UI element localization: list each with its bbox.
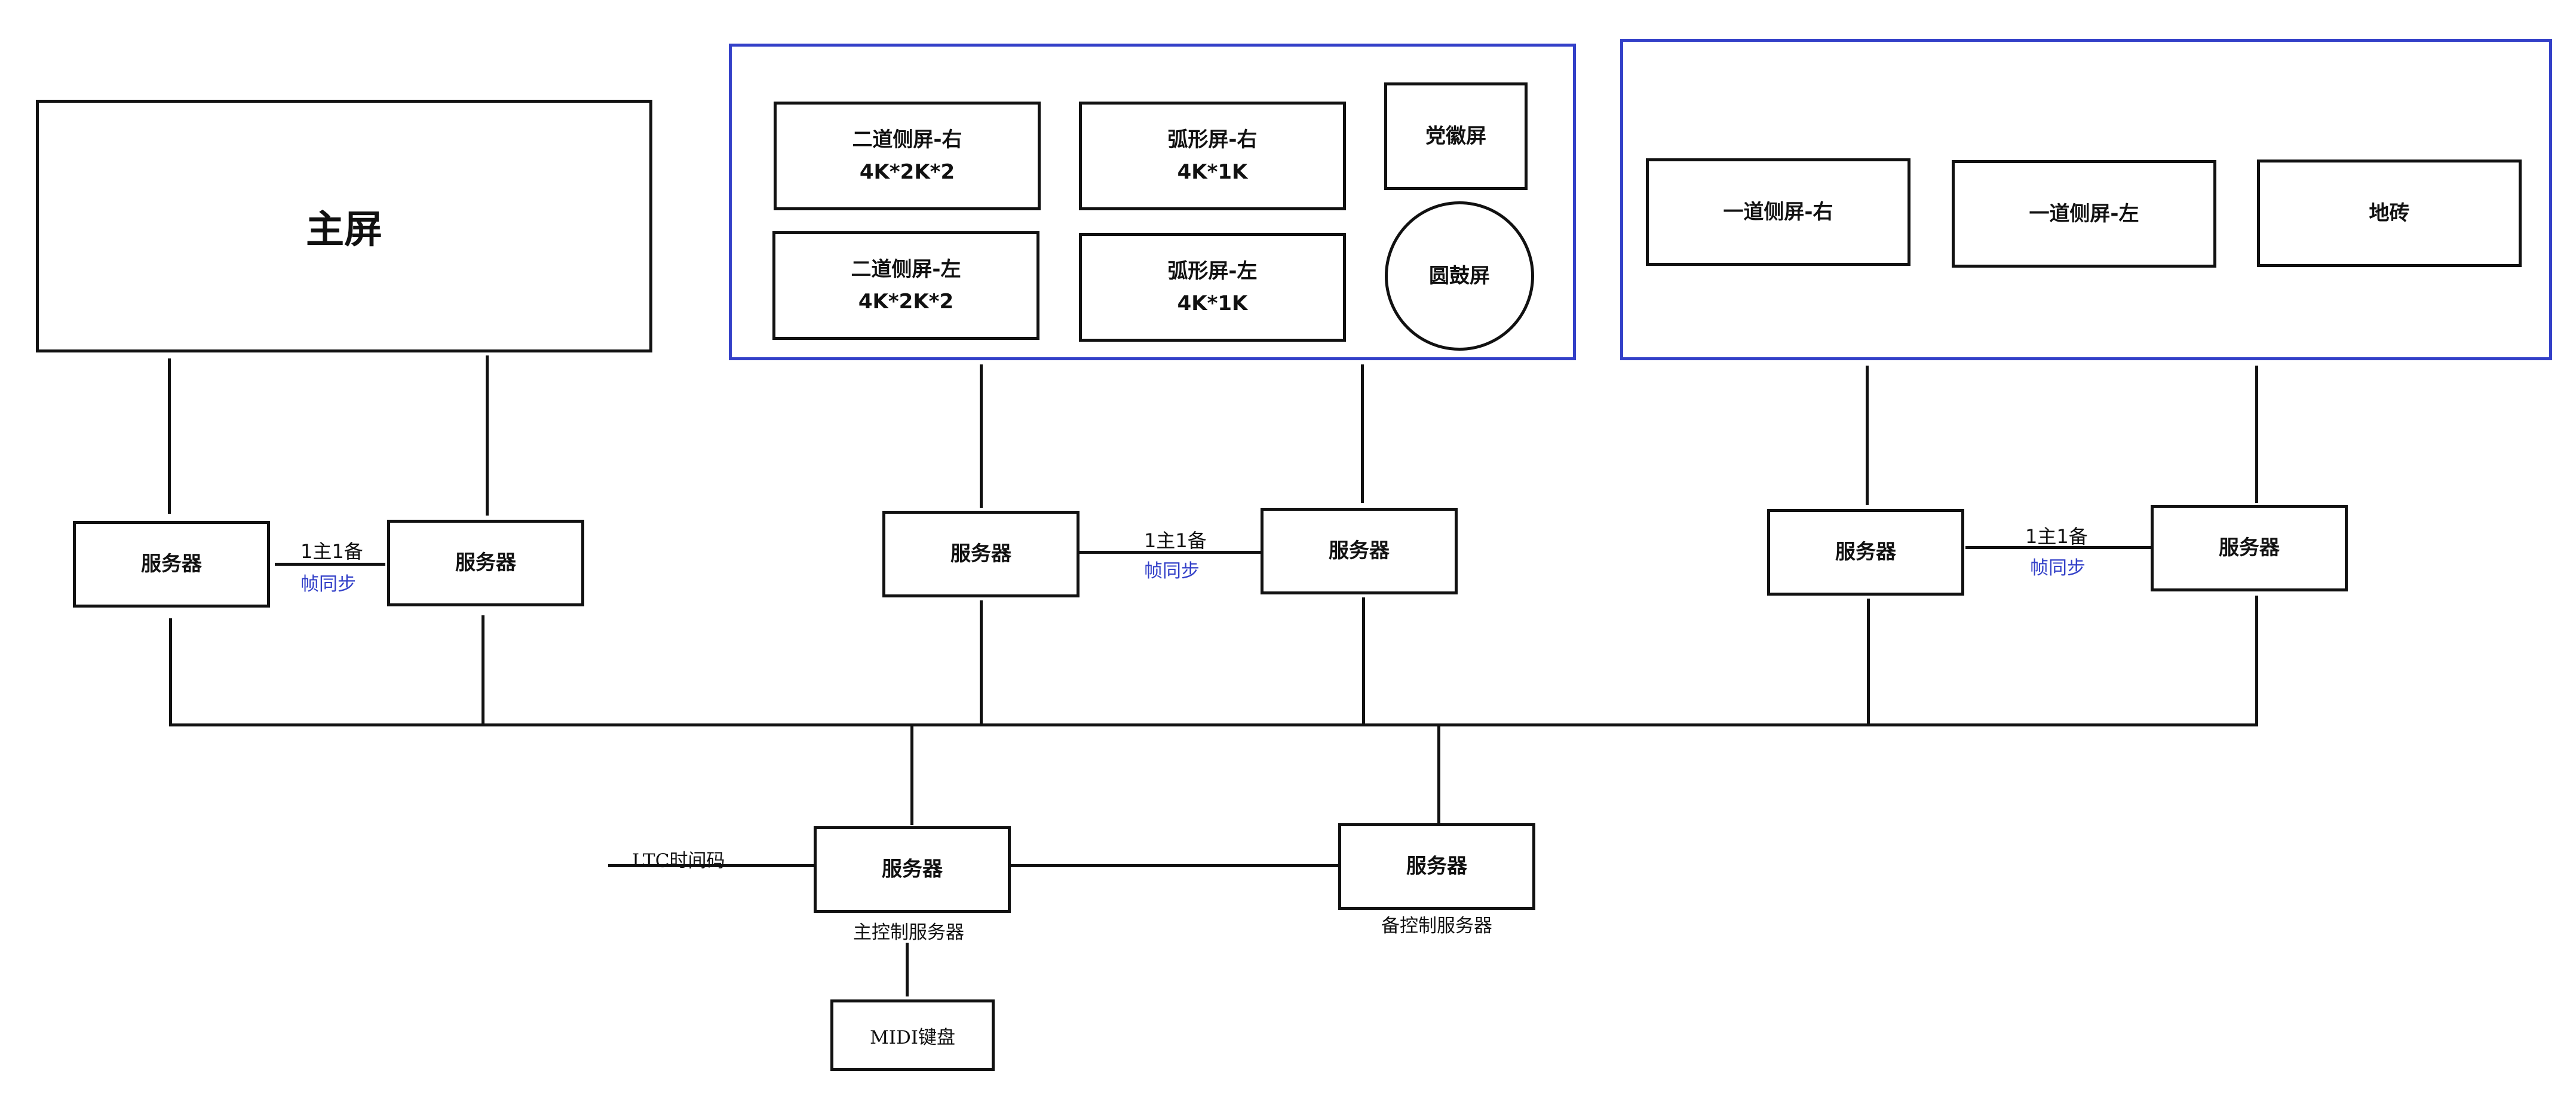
screen-name: 弧形屏-左 (1167, 259, 1258, 283)
connector-line (1361, 364, 1364, 503)
emblem-screen: 党徽屏 (1384, 82, 1528, 190)
main-control-server: 服务器 (814, 826, 1011, 913)
connector-line (2255, 596, 2258, 726)
screen-name: 二道侧屏-右 (852, 127, 962, 152)
server-label: 服务器 (1329, 539, 1390, 563)
frame-sync-label: 帧同步 (2030, 557, 2086, 579)
server-box: 服务器 (1261, 508, 1458, 594)
connector-line (1866, 366, 1869, 505)
screen-name: 地砖 (2369, 201, 2410, 225)
connector-line (980, 364, 983, 508)
sync-line (1965, 546, 2152, 549)
connector-line (1010, 864, 1338, 867)
frame-sync-label: 帧同步 (300, 574, 356, 595)
connector-line (2255, 366, 2258, 503)
drum-screen: 圆鼓屏 (1385, 201, 1534, 351)
arc-screen-right: 弧形屏-右 4K*1K (1079, 102, 1346, 210)
bus-line (169, 723, 2258, 726)
arc-screen-left: 弧形屏-左 4K*1K (1079, 233, 1346, 342)
screen-resolution: 4K*2K*2 (859, 160, 955, 184)
connector-line (1437, 723, 1440, 824)
server-box: 服务器 (1767, 509, 1964, 596)
main-screen: 主屏 (36, 100, 652, 352)
first-side-screen-right: 一道侧屏-右 (1646, 158, 1910, 266)
midi-keyboard-label: MIDI键盘 (869, 1026, 956, 1048)
connector-line (980, 600, 983, 726)
server-label: 服务器 (1835, 540, 1896, 565)
server-label: 服务器 (455, 551, 516, 575)
second-side-screen-left: 二道侧屏-左 4K*2K*2 (772, 231, 1039, 340)
server-label: 服务器 (950, 542, 1011, 566)
connector-line (486, 355, 489, 516)
ltc-line (608, 864, 814, 867)
first-side-screen-left: 一道侧屏-左 (1952, 160, 2216, 268)
floor-tile-screen: 地砖 (2257, 160, 2522, 267)
screen-name: 弧形屏-右 (1167, 127, 1258, 152)
server-label: 服务器 (141, 552, 202, 576)
server-box: 服务器 (387, 520, 584, 606)
connector-line (1362, 597, 1365, 726)
server-box: 服务器 (882, 511, 1080, 597)
midi-line (906, 943, 909, 996)
midi-keyboard: MIDI键盘 (830, 999, 995, 1071)
screen-resolution: 4K*1K (1177, 292, 1248, 315)
connector-line (910, 723, 913, 825)
second-side-screen-right: 二道侧屏-右 4K*2K*2 (774, 102, 1041, 210)
ltc-timecode-label: LTC时间码 (632, 850, 725, 872)
sync-line (1080, 551, 1264, 554)
screen-name: 党徽屏 (1425, 124, 1486, 148)
screen-name: 一道侧屏-左 (2029, 201, 2139, 226)
screen-name: 一道侧屏-右 (1723, 200, 1833, 224)
screen-group-2 (729, 44, 1576, 360)
server-label: 服务器 (2219, 536, 2280, 560)
backup-control-server-label: 备控制服务器 (1381, 915, 1492, 937)
sync-mode-label: 1主1备 (300, 540, 363, 563)
server-label: 服务器 (1406, 854, 1467, 879)
main-control-server-label: 主控制服务器 (853, 922, 964, 943)
server-box: 服务器 (2151, 505, 2348, 591)
connector-line (482, 615, 484, 726)
main-screen-label: 主屏 (306, 207, 382, 252)
connector-line (169, 618, 172, 726)
screen-resolution: 4K*1K (1177, 160, 1248, 184)
sync-mode-label: 1主1备 (2025, 525, 2088, 548)
sync-line (275, 563, 385, 566)
connector-line (1867, 599, 1870, 726)
server-label: 服务器 (882, 857, 943, 882)
connector-line (168, 358, 171, 514)
screen-resolution: 4K*2K*2 (858, 290, 954, 314)
screen-name: 二道侧屏-左 (851, 257, 961, 281)
sync-mode-label: 1主1备 (1144, 529, 1207, 552)
screen-name: 圆鼓屏 (1429, 263, 1490, 288)
backup-control-server: 服务器 (1338, 823, 1535, 910)
server-box: 服务器 (73, 521, 270, 608)
screen-group-3 (1620, 39, 2552, 360)
frame-sync-label: 帧同步 (1144, 560, 1200, 582)
